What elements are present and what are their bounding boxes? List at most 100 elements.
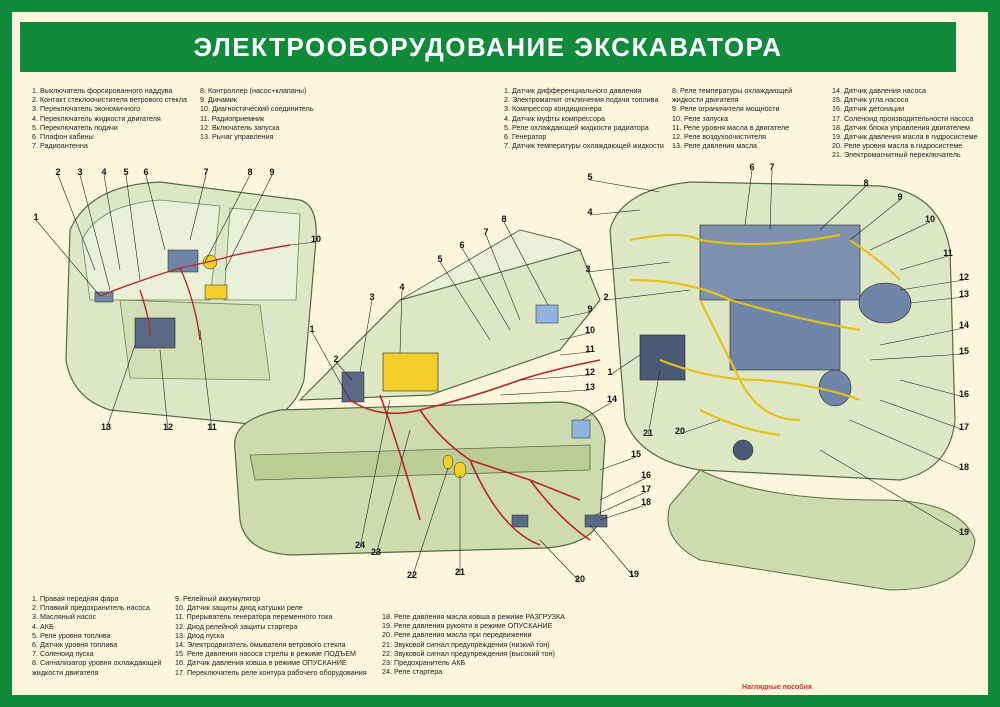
leader-line bbox=[587, 261, 671, 273]
callout-number: 10 bbox=[585, 325, 595, 335]
leader-line bbox=[35, 219, 101, 297]
legend-item: 3. Компрессор кондиционера bbox=[504, 104, 602, 114]
legend-item: 11. Реле уровня масла в двигателе bbox=[672, 122, 790, 132]
leader-line bbox=[375, 429, 411, 556]
legend-item: 14. Датчик давления насоса bbox=[832, 86, 927, 95]
legend-item: 10. Датчик защиты диод катушки реле bbox=[175, 603, 303, 613]
legend-chassis-3: 18. Реле давления масла ковша в режиме Р… bbox=[382, 612, 577, 676]
callout-number: 7 bbox=[203, 167, 208, 177]
legend-item: 8. Реле температуры охлаждающей bbox=[672, 86, 793, 95]
legend-item: 3. Переключатель экономичного bbox=[32, 104, 141, 114]
callout-number: 2 bbox=[55, 167, 60, 177]
legend-item: 2. Плавкий предохранитель насоса bbox=[32, 603, 150, 613]
leader-line bbox=[359, 399, 391, 549]
legend-item: 3. Масляный насос bbox=[32, 612, 97, 622]
legend-item: жидкости двигателя bbox=[32, 667, 99, 677]
leader-line bbox=[599, 477, 647, 501]
leader-line bbox=[589, 209, 641, 216]
callout-number: 21 bbox=[643, 428, 653, 438]
leader-line bbox=[539, 539, 581, 583]
leader-line bbox=[335, 361, 353, 381]
leader-line bbox=[103, 174, 121, 271]
legend-item: 12. Диод релейной защиты стартера bbox=[175, 621, 298, 631]
callout-number: 1 bbox=[607, 367, 612, 377]
legend-item: 10. Диагностический соединитель bbox=[200, 104, 314, 114]
legend-item: жидкости двигателя bbox=[672, 95, 739, 105]
page-title: ЭЛЕКТРООБОРУДОВАНИЕ ЭКСКАВАТОРА bbox=[193, 31, 783, 62]
callout-number: 8 bbox=[863, 178, 868, 188]
callout-number: 4 bbox=[587, 207, 592, 217]
callout-number: 8 bbox=[247, 167, 252, 177]
callout-number: 7 bbox=[769, 162, 774, 172]
leader-line bbox=[559, 311, 591, 319]
leader-line bbox=[899, 379, 965, 398]
leader-line bbox=[199, 329, 213, 431]
leader-line bbox=[899, 255, 949, 271]
legend-item: 1. Правая передняя фара bbox=[32, 594, 119, 603]
callout-number: 16 bbox=[641, 470, 651, 480]
callout-number: 18 bbox=[959, 462, 969, 472]
legend-item: 1. Датчик дифференциального давления bbox=[504, 86, 642, 95]
legend-item: 5. Переключатель подачи bbox=[32, 122, 118, 132]
leader-line bbox=[439, 261, 491, 341]
legend-item: 9. Динамик bbox=[200, 95, 237, 105]
legend-item: 8. Сигнализатор уровня охлаждающей bbox=[32, 658, 162, 668]
callout-number: 1 bbox=[309, 324, 314, 334]
legend-item: 6. Генератор bbox=[504, 132, 547, 142]
leader-line bbox=[879, 327, 965, 346]
legend-item: 5. Реле уровня топлива bbox=[32, 630, 111, 640]
callout-number: 12 bbox=[163, 422, 173, 432]
legend-item: 12. Включатель запуска bbox=[200, 122, 280, 132]
legend-item: 7. Радиоантенна bbox=[32, 141, 88, 151]
callout-number: 1 bbox=[33, 212, 38, 222]
leader-line bbox=[609, 354, 641, 376]
leader-line bbox=[499, 389, 591, 396]
callout-number: 6 bbox=[749, 162, 754, 172]
legend-item: 17. Переключатель реле контура рабочего … bbox=[175, 667, 367, 677]
callout-number: 6 bbox=[459, 240, 464, 250]
leader-line bbox=[849, 199, 901, 241]
legend-item: 21. Звуковой сигнал предупреждения (низк… bbox=[382, 639, 550, 649]
leader-line bbox=[899, 279, 965, 291]
title-banner: ЭЛЕКТРООБОРУДОВАНИЕ ЭКСКАВАТОРА bbox=[20, 22, 956, 72]
leader-line bbox=[605, 289, 691, 301]
leader-line bbox=[399, 289, 403, 354]
leader-line bbox=[769, 169, 773, 231]
callout-number: 9 bbox=[587, 304, 592, 314]
cab-illustration bbox=[65, 181, 317, 425]
callout-number: 13 bbox=[959, 289, 969, 299]
leader-line bbox=[559, 332, 591, 341]
leader-line bbox=[461, 247, 511, 331]
leader-line bbox=[289, 241, 317, 246]
legend-item: 13. Рычаг управления bbox=[200, 132, 274, 142]
legend-item: 17. Соленоид производительности насоса bbox=[832, 113, 974, 123]
callout-number: 17 bbox=[641, 484, 651, 494]
legend-item: 11. Прерыватель генератора переменного т… bbox=[175, 612, 333, 622]
callout-number: 19 bbox=[629, 569, 639, 579]
callout-number: 20 bbox=[675, 426, 685, 436]
leader-line bbox=[145, 174, 166, 251]
callout-number: 3 bbox=[369, 292, 374, 302]
engine-illustration bbox=[609, 181, 976, 591]
callout-number: 11 bbox=[207, 422, 217, 432]
leader-line bbox=[679, 419, 721, 435]
leader-line bbox=[879, 399, 965, 431]
callout-number: 17 bbox=[959, 422, 969, 432]
leader-line bbox=[359, 299, 373, 373]
leader-line bbox=[744, 169, 753, 226]
callout-number: 24 bbox=[355, 540, 365, 550]
callout-number: 9 bbox=[269, 167, 274, 177]
legend-item: 21. Электромагнитный переключатель bbox=[832, 150, 961, 160]
leader-line bbox=[204, 174, 251, 263]
legend-item: 6. Датчик уровня топлива bbox=[32, 640, 118, 650]
legend-item: 4. Переключатель жидкости двигателя bbox=[32, 113, 161, 123]
leader-line bbox=[589, 179, 661, 193]
leader-line bbox=[503, 221, 549, 306]
